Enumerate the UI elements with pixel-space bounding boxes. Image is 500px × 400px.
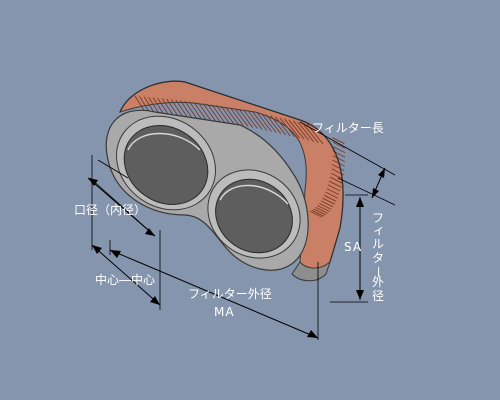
- filter-pleat-line: [297, 121, 314, 142]
- filter-pleat-line: [270, 115, 286, 136]
- filter-pleat-line: [148, 96, 160, 114]
- filter-pleat-line: [252, 111, 268, 131]
- filter-pleat-line: [202, 103, 216, 122]
- vertical-label-char: ー: [371, 266, 385, 278]
- filter-pleat-line: [332, 155, 346, 163]
- filter-pleat-line: [220, 105, 235, 125]
- filter-pleat-line: [143, 96, 155, 114]
- filter-pleat-line: [313, 208, 326, 216]
- filter-pleat-line: [179, 100, 193, 118]
- filter-pleat-line: [331, 164, 345, 171]
- filter-pleat-line: [332, 137, 345, 145]
- arrowhead: [88, 178, 98, 186]
- filter-pleat-line: [309, 210, 323, 218]
- filter-pleat-line: [211, 104, 225, 123]
- filter-length-dimension: [299, 121, 396, 206]
- filter-pleat-line: [323, 194, 337, 202]
- filter-pleat-line: [225, 106, 240, 126]
- filter-pleat-line: [322, 197, 335, 205]
- housing-side-wall: [291, 260, 332, 282]
- filter-pleat-line: [256, 112, 272, 132]
- arrowhead: [92, 245, 102, 254]
- left-port-inner-highlight: [127, 132, 201, 151]
- arrowhead: [372, 188, 379, 198]
- center-center-label: 中心―中心: [95, 272, 155, 287]
- filter-pleat-line: [152, 97, 165, 115]
- filter-pleat-line: [315, 206, 328, 214]
- right-port: [207, 169, 301, 259]
- arrowhead: [307, 330, 318, 338]
- filter-length-label: フィルター長: [312, 121, 384, 135]
- filter-pleat-line: [184, 100, 197, 119]
- right-port-bore: [215, 178, 293, 254]
- arrowhead: [110, 250, 121, 258]
- arrowhead: [356, 197, 364, 207]
- filter-pleat-line: [170, 99, 183, 117]
- filter-pleat-line: [284, 118, 300, 139]
- arrowhead: [356, 290, 364, 300]
- vertical-label-char: 径: [372, 289, 384, 303]
- filter-pleat-line: [317, 205, 330, 212]
- filter-pleat-line: [325, 191, 338, 199]
- filter-pleat-line: [319, 202, 332, 210]
- center-center-dimension: [91, 155, 161, 310]
- vertical-label-char: 外: [372, 275, 384, 289]
- arrowhead: [378, 168, 385, 178]
- vertical-label-char: フ: [372, 211, 384, 225]
- filter-pleat-line: [274, 116, 291, 137]
- left-port: [115, 115, 217, 211]
- filter-pleat-line: [332, 141, 346, 149]
- filter-pleat-line: [326, 188, 340, 196]
- filter-pleat-line: [134, 95, 146, 113]
- filter-pleat-line: [261, 113, 277, 133]
- filter-pleat-line: [161, 98, 174, 116]
- filter-pleat-line: [247, 110, 263, 130]
- vertical-outer-diameter-label: フ ィ ル タ ー 外 径: [371, 211, 385, 303]
- filter-pleat-line: [243, 109, 258, 129]
- port-diameter-label: 口径（内径）: [74, 203, 146, 217]
- filter-pleat-line: [198, 102, 211, 121]
- vertical-label-char: ル: [372, 237, 384, 251]
- filter-pleat-line: [288, 119, 305, 140]
- filter-pleat-line: [279, 117, 296, 138]
- filter-pleat-line: [328, 180, 342, 188]
- filter-pleat-line: [229, 107, 244, 126]
- filter-pleat-line: [238, 108, 254, 128]
- filter-pleat-line: [293, 120, 310, 141]
- filter-pleat-line: [216, 105, 230, 124]
- vertical-label-char: タ: [372, 251, 384, 265]
- filter-pleat-line: [265, 114, 282, 134]
- filter-element: [119, 80, 346, 270]
- filter-pleat-line: [329, 176, 343, 184]
- right-port-inner-highlight: [219, 184, 289, 205]
- sa-label: SA: [344, 240, 362, 254]
- filter-element-outline: [119, 80, 344, 263]
- arrowhead: [150, 296, 160, 305]
- filter-pleat-line: [327, 184, 341, 192]
- filter-outer-diameter-label: フィルター外径: [188, 287, 272, 301]
- ma-label: MA: [214, 305, 235, 319]
- filter-pleat-line: [139, 96, 151, 113]
- ma-dimension: [109, 240, 319, 340]
- filter-pleat-line: [166, 98, 179, 116]
- filter-pleat-line: [175, 99, 188, 118]
- filter-pleat-line: [193, 101, 207, 120]
- filter-pleat-line: [207, 103, 221, 122]
- filter-pleat-line: [302, 122, 319, 144]
- port-diameter-dimension: [87, 159, 156, 237]
- filter-pleat-line: [234, 108, 249, 127]
- filter-pleat-line: [311, 209, 325, 217]
- sa-dimension: [330, 194, 368, 303]
- left-port-bore: [123, 125, 209, 205]
- filter-pleat-line: [320, 200, 334, 208]
- filter-pleat-line: [330, 172, 344, 180]
- filter-pleat-line: [157, 97, 169, 115]
- vertical-label-char: ィ: [373, 223, 385, 237]
- filter-pleat-line: [332, 146, 346, 154]
- arrowhead: [145, 228, 155, 236]
- filter-pleats: [134, 95, 346, 218]
- filter-pleat-line: [188, 101, 202, 120]
